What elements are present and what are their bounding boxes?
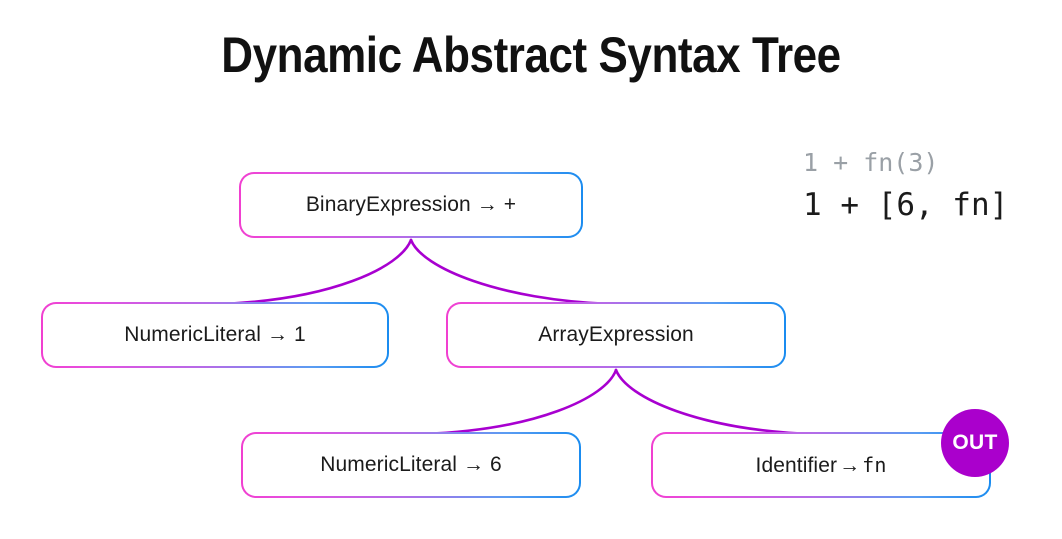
node-label-numeric-literal-1: NumericLiteral → 1 [124,323,306,346]
node-label-numeric-literal-6: NumericLiteral → 6 [320,453,502,476]
node-type-identifier: Identifier [755,453,838,477]
node-array-expression[interactable]: ArrayExpression [446,302,786,368]
node-value-identifier: fn [862,452,887,477]
node-label-array-expression: ArrayExpression [538,323,694,346]
node-identifier-fn[interactable]: Identifier→fn [651,432,991,498]
node-label-binary-expression: BinaryExpression → + [305,193,517,216]
code-current-expression: 1 + [6, fn] [803,187,1009,223]
out-badge-label: OUT [952,431,998,454]
node-numeric-literal-1[interactable]: NumericLiteral → 1 [41,302,389,368]
code-previous-expression: 1 + fn(3) [803,148,939,177]
node-numeric-literal-6[interactable]: NumericLiteral → 6 [241,432,581,498]
page-title: Dynamic Abstract Syntax Tree [221,27,841,83]
arrow-glyph-icon: → [839,453,861,477]
node-label-identifier-fn: Identifier→fn [756,453,887,478]
node-binary-expression[interactable]: BinaryExpression → + [239,172,583,238]
out-badge[interactable]: OUT [941,409,1009,477]
